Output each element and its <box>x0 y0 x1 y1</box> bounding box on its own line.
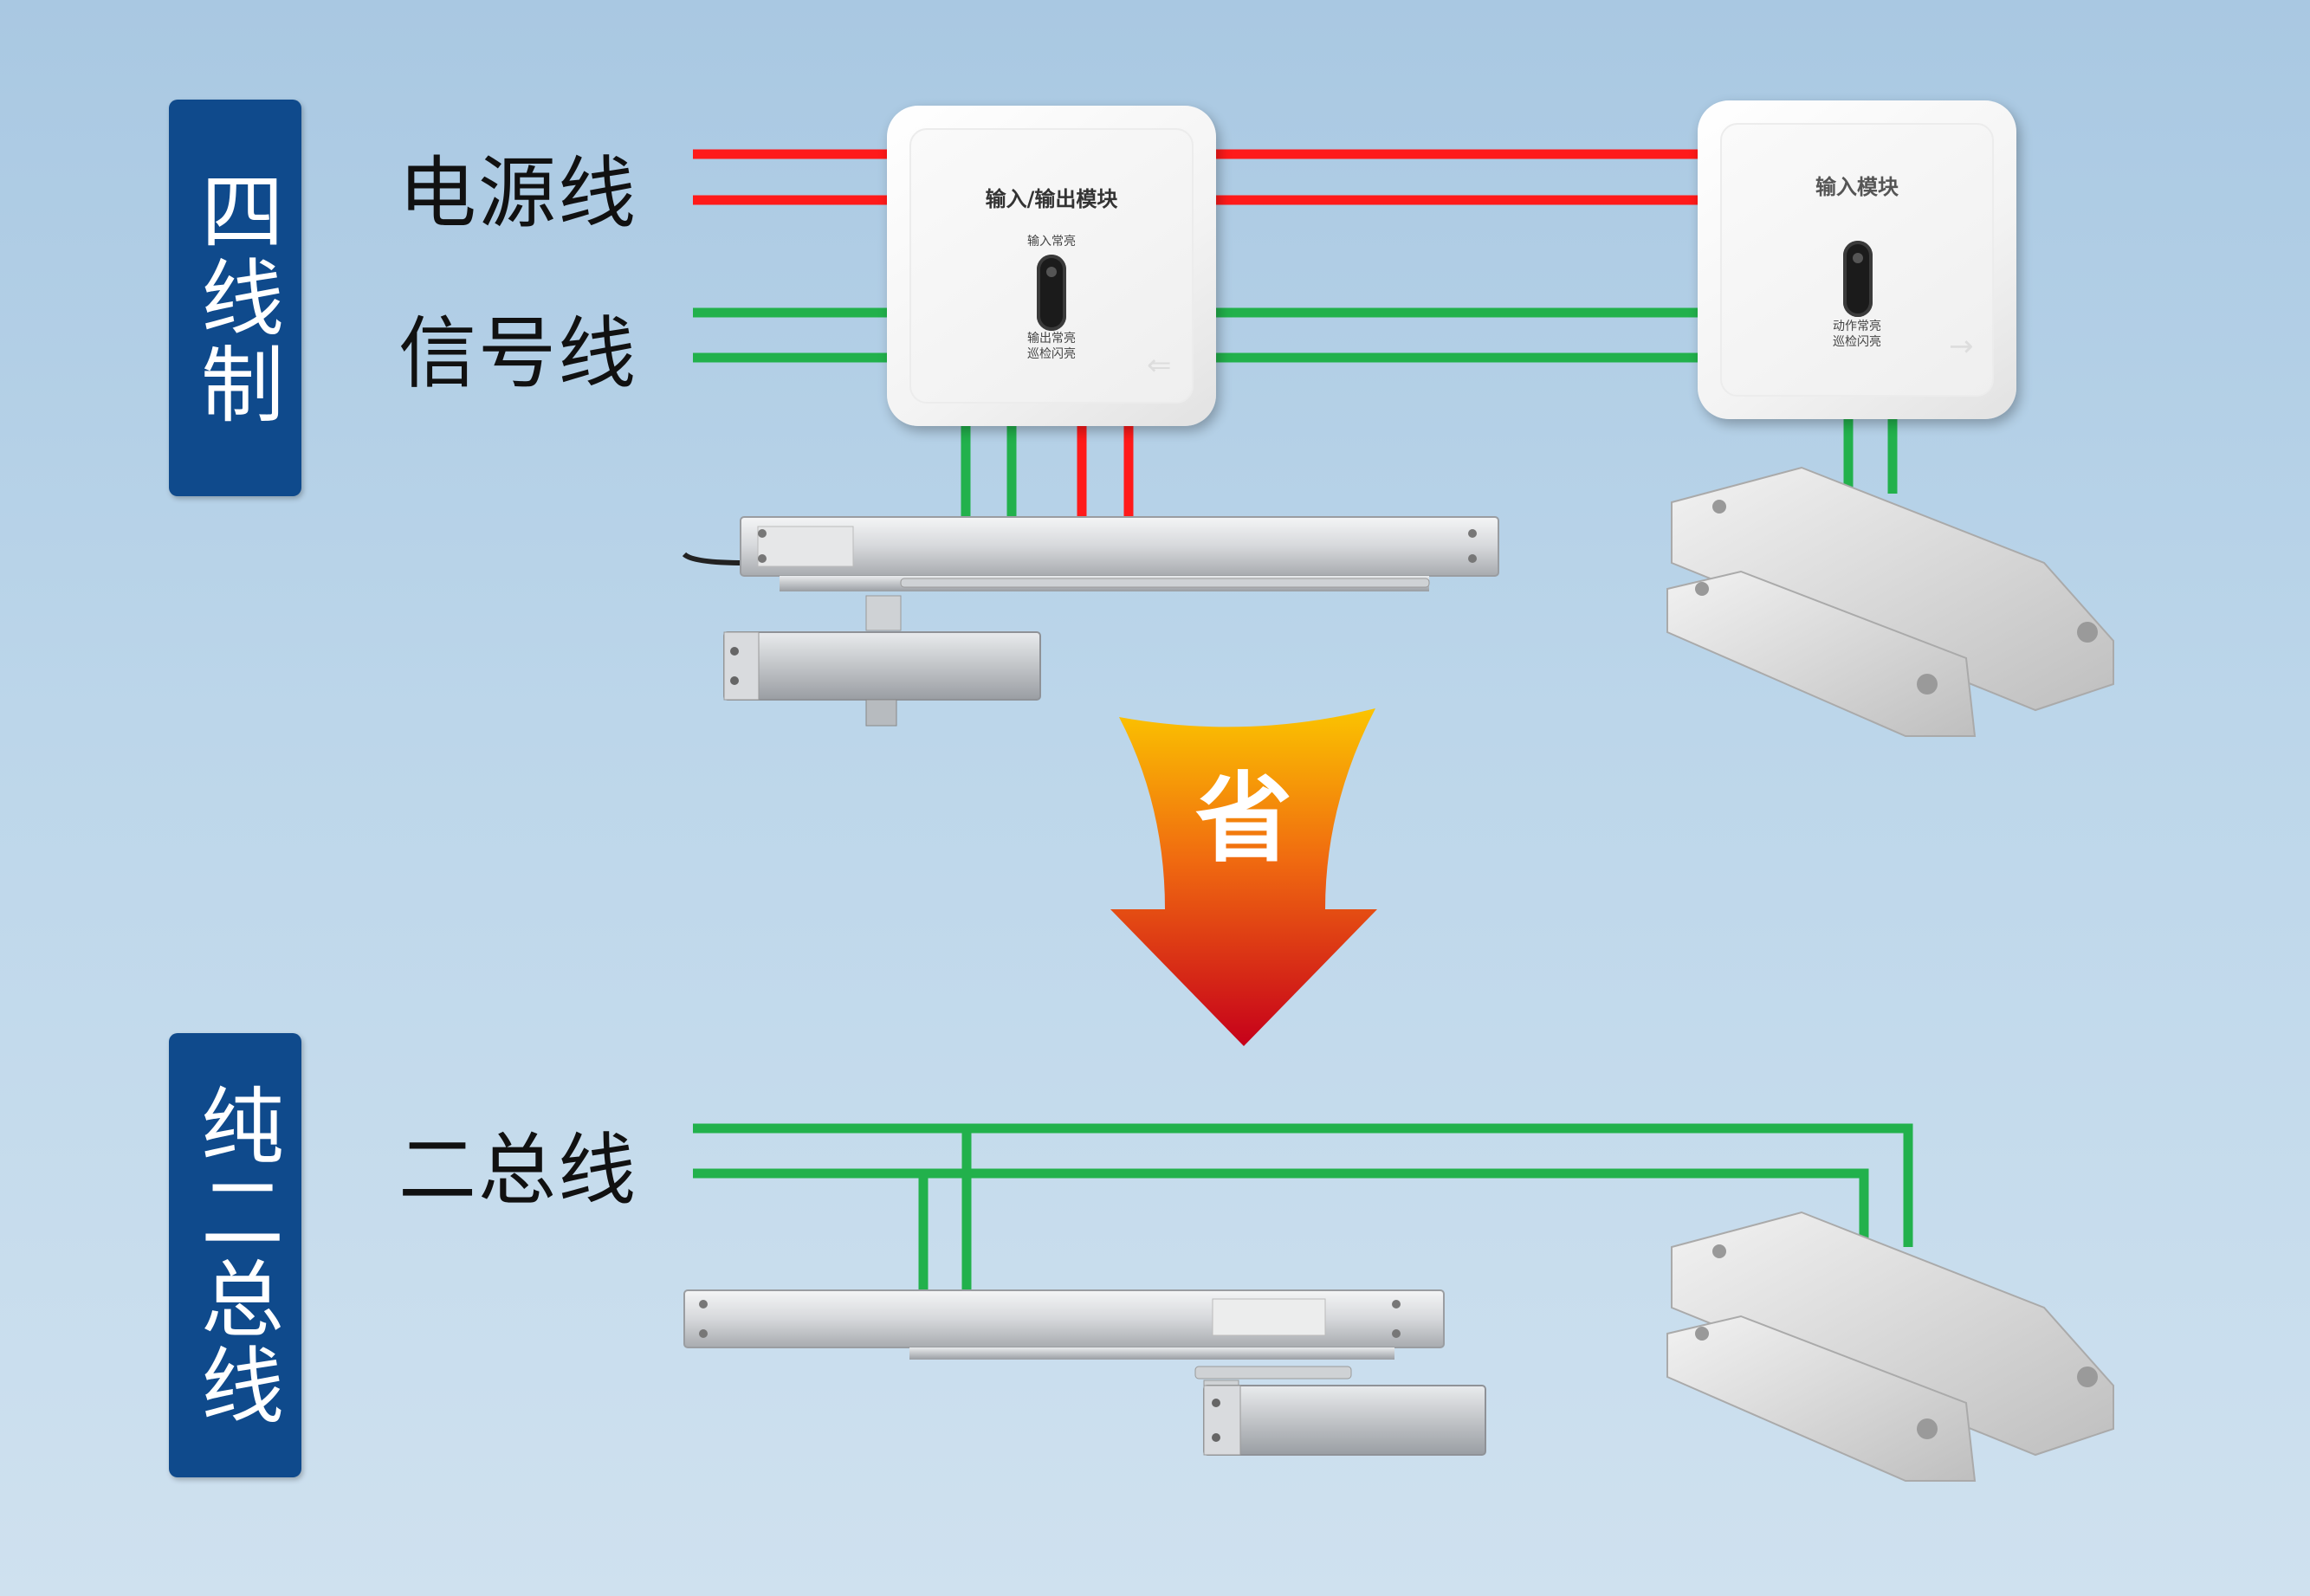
two-bus-label: 纯二总线 <box>169 1033 301 1477</box>
power-wire-label: 电源线 <box>398 148 637 239</box>
io-module-led-bottom-text-1: 输出常亮 <box>1027 332 1076 346</box>
input-module-led-text-2: 巡检闪亮 <box>1833 335 1881 349</box>
saving-arrow <box>1110 708 1377 1046</box>
four-wire-label: 四线制 <box>169 100 301 496</box>
input-module-arrow-icon: → <box>1949 329 1974 364</box>
four-wire-label-text: 四线制 <box>186 168 284 428</box>
signal-wires <box>693 307 1898 518</box>
bus-wire-label: 二总线 <box>398 1125 637 1216</box>
input-module-led-text-1: 动作常亮 <box>1833 320 1881 333</box>
door-closer-top <box>682 516 1499 727</box>
signal-wire-label: 信号线 <box>398 308 637 399</box>
io-module-led-top-text: 输入常亮 <box>1027 235 1076 249</box>
input-module-title: 输入模块 <box>1815 175 1899 199</box>
io-module-led <box>1037 255 1066 331</box>
two-bus-label-text: 纯二总线 <box>186 1082 284 1429</box>
saving-arrow-label: 省 <box>1195 763 1292 876</box>
door-closer-bottom <box>683 1289 1486 1456</box>
input-module-led <box>1843 241 1873 317</box>
power-wires <box>693 149 1699 518</box>
door-magnet-sensor-top <box>1666 466 2114 737</box>
door-magnet-sensor-bottom <box>1666 1211 2114 1482</box>
bus-wires <box>693 1123 1913 1290</box>
io-module-arrow-icon: ⇐ <box>1147 348 1172 383</box>
input-module: 输入模块 动作常亮 巡检闪亮 → <box>1698 100 2016 419</box>
io-module-title: 输入/输出模块 <box>985 187 1118 211</box>
io-module: 输入/输出模块 输入常亮 输出常亮 巡检闪亮 ⇐ <box>887 106 1216 426</box>
io-module-led-bottom-text-2: 巡检闪亮 <box>1027 347 1076 361</box>
